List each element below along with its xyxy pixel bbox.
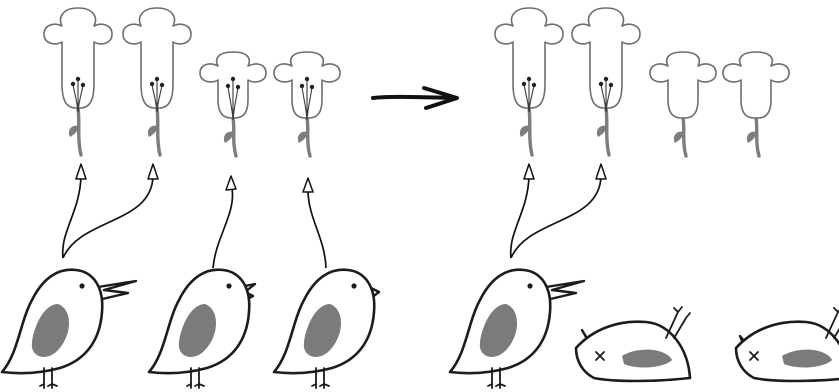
visit-path [212,187,234,269]
arrowhead-icon [523,163,535,180]
visit-path [62,175,154,259]
long-tube-flower [494,7,564,157]
eye [527,283,533,289]
legs [487,367,506,389]
before-birds [0,268,381,389]
visit-path [307,189,327,269]
wing [622,349,672,368]
visit-path [509,175,530,259]
after-birds [448,268,839,389]
eye [79,283,85,289]
beak [544,279,586,302]
dead-bird [574,306,692,383]
bird-short-beak [272,268,381,389]
beak [96,279,138,302]
legs [665,306,691,339]
eye [226,283,232,289]
stamens [70,76,86,113]
before-flowers [43,7,341,158]
eye [351,283,357,289]
legs [311,367,330,389]
stamens [299,76,315,121]
legs [186,367,205,389]
short-tube-flower [199,51,267,158]
short-tube-flower [273,51,341,158]
stamens [225,76,241,121]
visit-path [510,175,602,259]
after-visit-arrows [509,163,607,259]
short-tube-flower [722,51,790,158]
arrowhead-icon [302,177,314,193]
arrowhead-icon [225,175,237,191]
wing [178,304,217,357]
short-tube-flower [649,51,717,158]
visit-path [61,175,82,259]
long-tube-flower [122,7,192,157]
arrowhead-icon [75,163,87,180]
legs [39,367,58,389]
wing [303,304,342,357]
before-visit-arrows [61,163,327,269]
after-flowers [494,7,790,158]
stamens [149,76,165,113]
x-eye-icon [595,351,605,361]
bird-medium-beak [147,268,257,389]
wing [479,304,518,357]
dead-bird [734,307,839,383]
x-eye-icon [749,351,759,361]
arrowhead-icon [147,163,159,180]
bird-long-beak [448,268,586,389]
stamens [521,76,537,113]
long-tube-flower [571,7,641,157]
long-tube-flower [43,7,113,157]
wing [31,304,70,357]
stamens [598,76,614,113]
right-arrow-icon [371,86,459,110]
bird-long-beak [0,268,138,389]
arrowhead-icon [595,163,607,180]
wing [782,349,832,368]
legs [825,307,839,339]
